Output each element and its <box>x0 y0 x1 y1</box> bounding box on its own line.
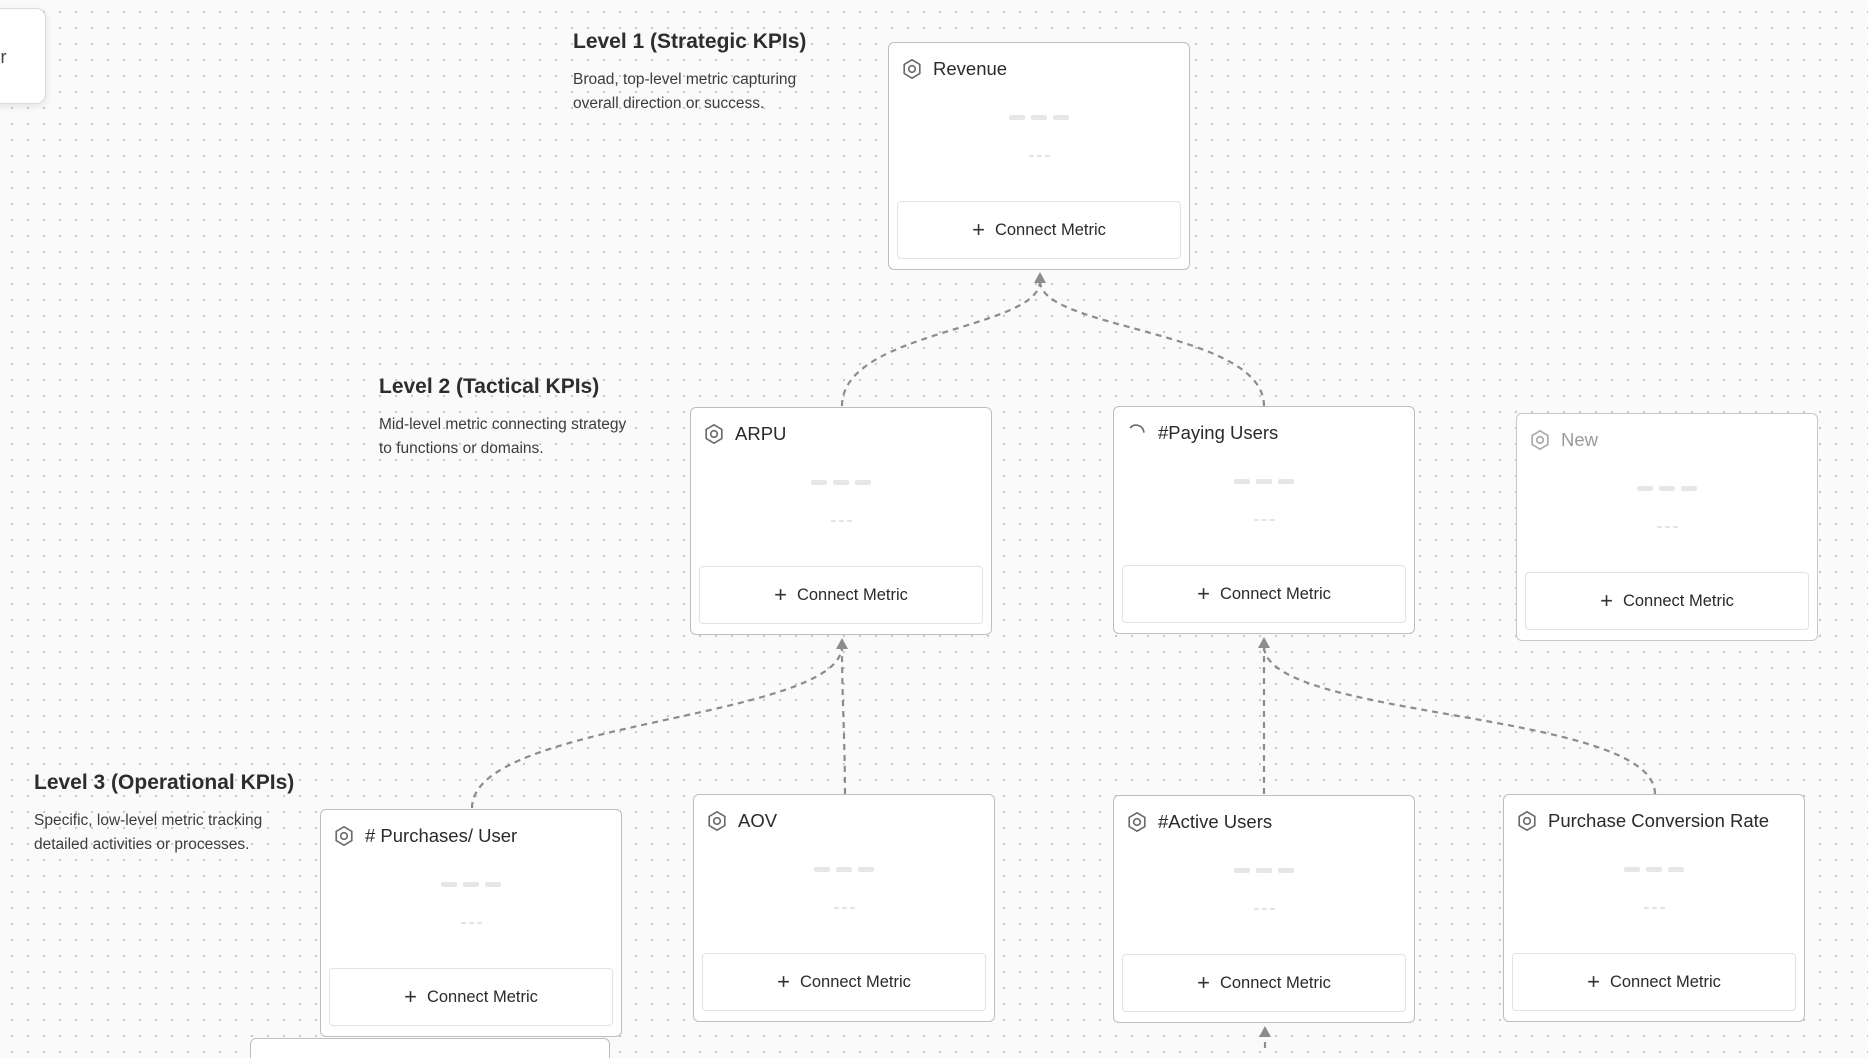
placeholder-subvalue <box>694 907 994 909</box>
hexagon-metric-icon <box>708 810 726 832</box>
plus-icon: + <box>1197 581 1210 606</box>
connect-metric-label: Connect Metric <box>1609 972 1721 991</box>
level-title: Level 2 (Tactical KPIs) <box>379 375 600 398</box>
toolbar-glyph-icon[interactable]: r <box>0 47 7 67</box>
card-header: ARPU <box>703 420 786 448</box>
hexagon-metric-icon <box>705 423 723 445</box>
card-title: AOV <box>738 810 778 831</box>
metric-card-active-users[interactable]: #Active Users + Connect Metric <box>1113 795 1415 1023</box>
level-1-label: Level 1 (Strategic KPIs) Broad, top-leve… <box>573 30 833 116</box>
plus-icon: + <box>774 582 787 607</box>
placeholder-value <box>1504 867 1804 872</box>
arrowhead-paying-users <box>1258 637 1270 648</box>
connect-metric-label: Connect Metric <box>1219 973 1331 992</box>
card-header: AOV <box>706 807 777 835</box>
connect-metric-label: Connect Metric <box>799 972 911 991</box>
plus-icon: + <box>1600 588 1613 613</box>
level-title: Level 1 (Strategic KPIs) <box>573 30 807 53</box>
connect-metric-button[interactable]: + Connect Metric <box>699 566 983 624</box>
hexagon-metric-icon <box>1128 811 1146 833</box>
placeholder-value <box>694 867 994 872</box>
connect-metric-button[interactable]: + Connect Metric <box>1122 565 1406 623</box>
placeholder-subvalue <box>889 155 1189 157</box>
card-title: # Purchases/ User <box>365 825 518 846</box>
level-title: Level 3 (Operational KPIs) <box>34 771 295 794</box>
card-title: Purchase Conversion Rate <box>1548 810 1770 831</box>
card-header: #Active Users <box>1126 808 1272 836</box>
placeholder-subvalue <box>1114 519 1414 521</box>
metric-card-purchase-conversion-rate[interactable]: Purchase Conversion Rate + Connect Metri… <box>1503 794 1805 1022</box>
level-description: Mid-level metric connecting strategy to … <box>379 416 627 457</box>
card-header: Revenue <box>901 55 1007 83</box>
edge-arpu-revenue <box>840 280 1042 407</box>
metric-card-arpu[interactable]: ARPU + Connect Metric <box>690 407 992 635</box>
plus-icon: + <box>1587 969 1600 994</box>
connect-metric-label: Connect Metric <box>994 220 1106 239</box>
hexagon-metric-icon <box>1531 429 1549 451</box>
edge-conversion-paying <box>1262 645 1657 795</box>
placeholder-subvalue <box>691 520 991 522</box>
placeholder-subvalue <box>321 922 621 924</box>
level-description: Broad, top-level metric capturing overal… <box>573 71 797 112</box>
placeholder-value <box>889 115 1189 120</box>
card-title: New <box>1561 429 1599 450</box>
hexagon-metric-icon <box>1518 810 1536 832</box>
edge-aov-arpu <box>840 645 847 795</box>
side-toolbar-panel[interactable]: r <box>0 8 46 104</box>
connect-metric-button[interactable]: + Connect Metric <box>1525 572 1809 630</box>
arrowhead-arpu <box>836 638 848 649</box>
metric-card-aov[interactable]: AOV + Connect Metric <box>693 794 995 1022</box>
arrowhead-active-users <box>1259 1026 1271 1037</box>
hexagon-metric-icon <box>335 825 353 847</box>
placeholder-value <box>1114 868 1414 873</box>
loading-spinner-icon <box>1129 424 1145 433</box>
level-2-label: Level 2 (Tactical KPIs) Mid-level metric… <box>379 375 639 461</box>
metric-card-paying-users[interactable]: #Paying Users + Connect Metric <box>1113 406 1415 634</box>
placeholder-value <box>1517 486 1817 491</box>
metric-card-new[interactable]: New + Connect Metric <box>1516 413 1818 641</box>
card-header: Purchase Conversion Rate <box>1516 807 1769 835</box>
metric-card-revenue[interactable]: Revenue + Connect Metric <box>888 42 1190 270</box>
plus-icon: + <box>972 217 985 242</box>
card-title: ARPU <box>735 423 787 444</box>
placeholder-subvalue <box>1114 908 1414 910</box>
connect-metric-button[interactable]: + Connect Metric <box>1122 954 1406 1012</box>
placeholder-value <box>691 480 991 485</box>
connect-metric-label: Connect Metric <box>1219 584 1331 603</box>
connect-metric-button[interactable]: + Connect Metric <box>329 968 613 1026</box>
edge-paying-users-revenue <box>1038 280 1266 407</box>
connect-metric-button[interactable]: + Connect Metric <box>1512 953 1796 1011</box>
connect-metric-button[interactable]: + Connect Metric <box>702 953 986 1011</box>
plus-icon: + <box>777 969 790 994</box>
plus-icon: + <box>404 984 417 1009</box>
placeholder-value <box>1114 479 1414 484</box>
card-header: New <box>1529 426 1598 454</box>
plus-icon: + <box>1197 970 1210 995</box>
connect-metric-label: Connect Metric <box>1622 591 1734 610</box>
card-title: Revenue <box>933 58 1008 79</box>
metric-card-partial[interactable] <box>250 1038 610 1058</box>
connect-metric-label: Connect Metric <box>796 585 908 604</box>
placeholder-subvalue <box>1504 907 1804 909</box>
placeholder-subvalue <box>1517 526 1817 528</box>
connect-metric-label: Connect Metric <box>426 987 538 1006</box>
level-description: Specific, low-level metric tracking deta… <box>34 812 263 853</box>
level-3-label: Level 3 (Operational KPIs) Specific, low… <box>34 771 294 857</box>
card-title: #Active Users <box>1158 811 1273 832</box>
card-header: #Paying Users <box>1126 419 1278 447</box>
card-header: # Purchases/ User <box>333 822 517 850</box>
hexagon-metric-icon <box>903 58 921 80</box>
placeholder-value <box>321 882 621 887</box>
card-title: #Paying Users <box>1158 422 1279 443</box>
edge-purchases-arpu <box>470 645 844 809</box>
metric-card-purchases-per-user[interactable]: # Purchases/ User + Connect Metric <box>320 809 622 1037</box>
arrowhead-revenue <box>1034 272 1046 283</box>
connect-metric-button[interactable]: + Connect Metric <box>897 201 1181 259</box>
